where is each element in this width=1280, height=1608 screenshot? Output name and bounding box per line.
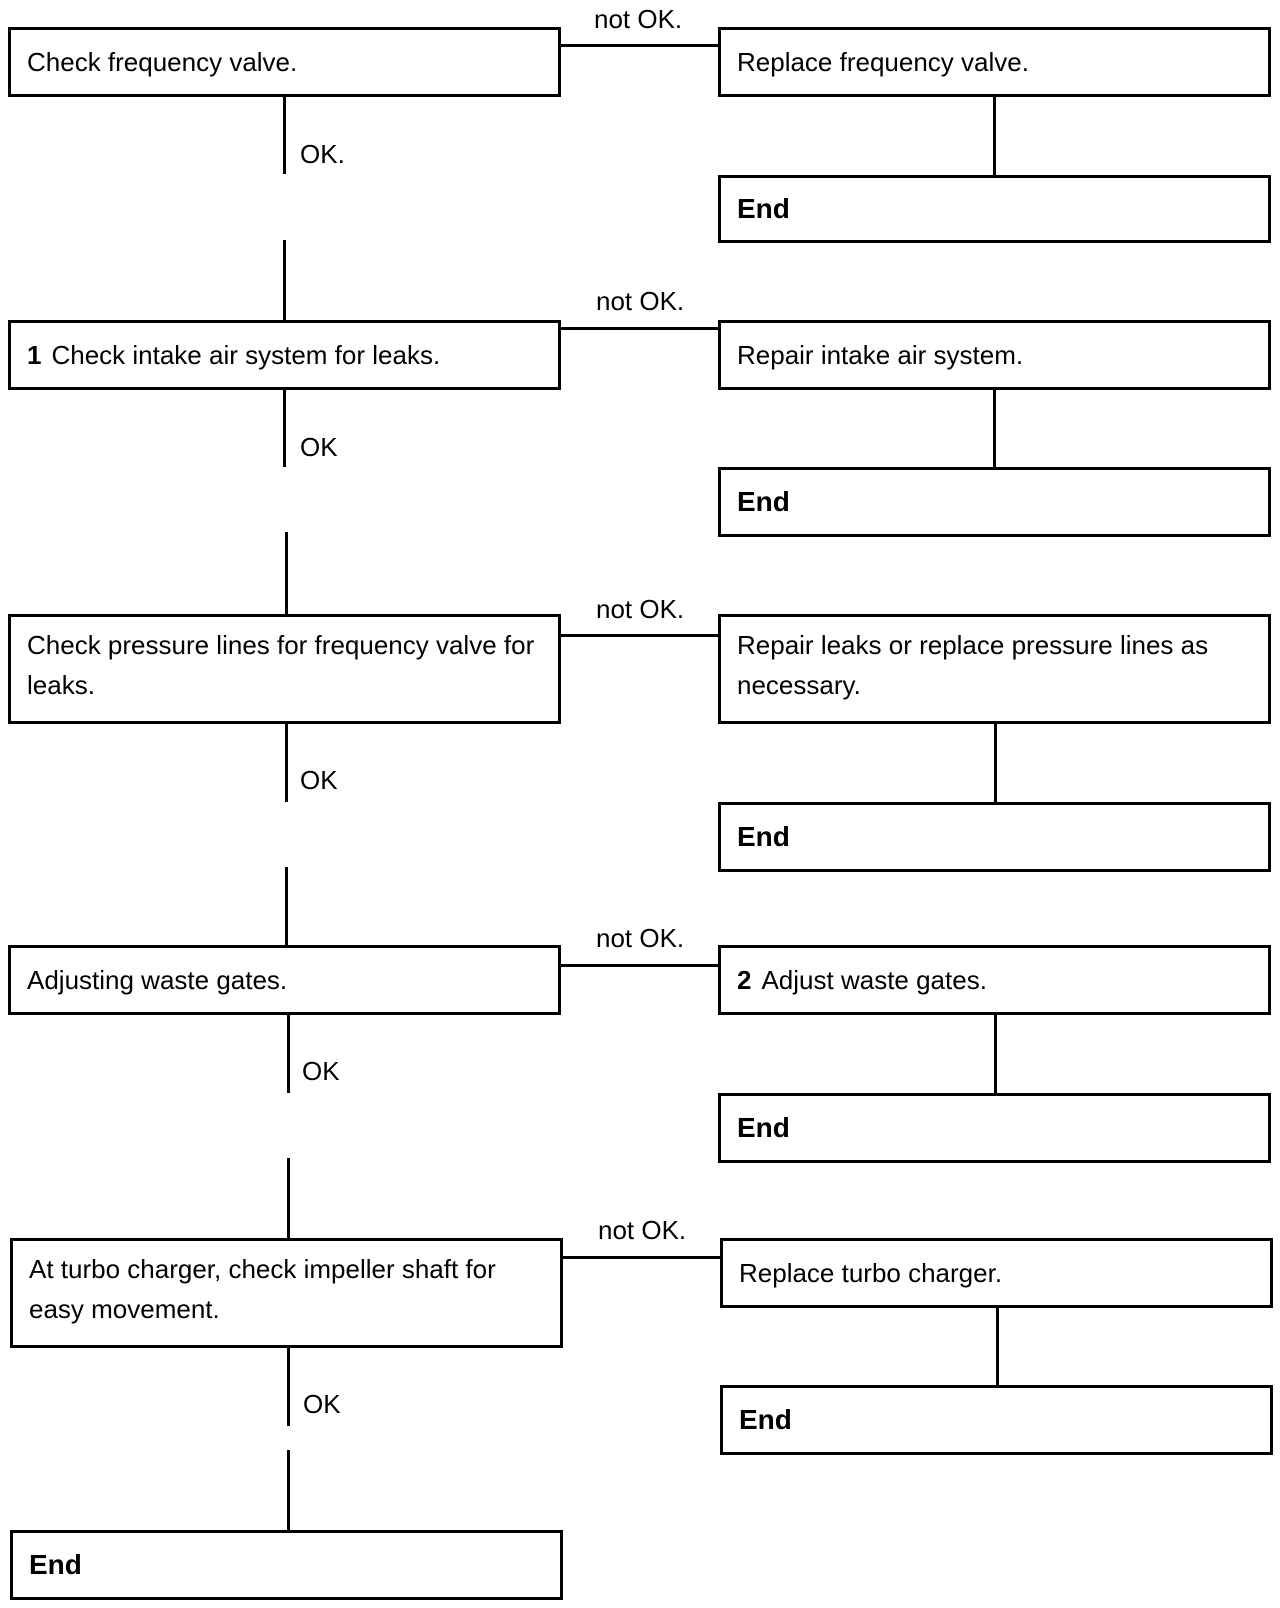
ok-label: OK: [302, 1056, 340, 1086]
end-text: End: [737, 486, 790, 517]
not-ok-label: not OK.: [596, 594, 685, 624]
end-text: End: [737, 821, 790, 852]
action-to-end-connector: [994, 724, 997, 802]
not-ok-connector: [561, 964, 718, 967]
not-ok-connector: [561, 327, 718, 330]
ok-connector: [287, 1348, 290, 1426]
step-number: 1: [27, 340, 42, 370]
not-ok-connector: [563, 1256, 720, 1259]
action-text: Repair intake air system.: [737, 340, 1024, 370]
end-box: End: [718, 175, 1271, 243]
check-box-pressure-lines: Check pressure lines for frequency valve…: [8, 614, 561, 724]
action-box-repair-pressure-lines: Repair leaks or replace pressure lines a…: [718, 614, 1271, 724]
check-box-intake-air-system: 1 Check intake air system for leaks.: [8, 320, 561, 390]
action-text: Adjust waste gates.: [761, 965, 987, 995]
ok-label: OK: [303, 1389, 341, 1419]
action-to-end-connector: [994, 1015, 997, 1093]
action-box-adjust-waste-gates: 2 Adjust waste gates.: [718, 945, 1271, 1015]
not-ok-connector: [561, 634, 718, 637]
ok-connector: [287, 1450, 290, 1530]
ok-label: OK: [300, 432, 338, 462]
end-text: End: [737, 193, 790, 224]
ok-label: OK.: [300, 139, 345, 169]
ok-connector: [287, 1158, 290, 1238]
check-text: At turbo charger, check impeller shaft f…: [29, 1254, 496, 1324]
end-box: End: [718, 467, 1271, 537]
not-ok-label: not OK.: [596, 923, 685, 953]
check-box-frequency-valve: Check frequency valve.: [8, 27, 561, 97]
ok-connector: [283, 97, 286, 174]
not-ok-label: not OK.: [596, 286, 685, 316]
final-end-text: End: [29, 1549, 82, 1580]
check-text: Check pressure lines for frequency valve…: [27, 630, 535, 700]
check-text: Check frequency valve.: [27, 47, 298, 77]
ok-connector: [285, 867, 288, 945]
ok-connector: [285, 724, 288, 802]
action-to-end-connector: [993, 390, 996, 467]
end-text: End: [739, 1404, 792, 1435]
check-text: Adjusting waste gates.: [27, 965, 288, 995]
not-ok-connector: [561, 44, 718, 47]
action-box-repair-intake-air-system: Repair intake air system.: [718, 320, 1271, 390]
ok-connector: [285, 532, 288, 614]
action-box-replace-turbo-charger: Replace turbo charger.: [720, 1238, 1273, 1308]
ok-connector: [283, 240, 286, 320]
check-box-adjusting-waste-gates: Adjusting waste gates.: [8, 945, 561, 1015]
ok-connector: [283, 390, 286, 467]
end-box: End: [718, 802, 1271, 872]
action-text: Replace turbo charger.: [739, 1258, 1003, 1288]
end-text: End: [737, 1112, 790, 1143]
ok-connector: [287, 1015, 290, 1093]
end-box: End: [718, 1093, 1271, 1163]
check-box-turbo-charger: At turbo charger, check impeller shaft f…: [10, 1238, 563, 1348]
ok-label: OK: [300, 765, 338, 795]
action-box-replace-frequency-valve: Replace frequency valve.: [718, 27, 1271, 97]
final-end-box: End: [10, 1530, 563, 1600]
check-text: Check intake air system for leaks.: [51, 340, 441, 370]
action-number: 2: [737, 965, 752, 995]
not-ok-label: not OK.: [598, 1215, 687, 1245]
action-to-end-connector: [996, 1308, 999, 1385]
action-text: Replace frequency valve.: [737, 47, 1029, 77]
action-to-end-connector: [993, 97, 996, 175]
action-text: Repair leaks or replace pressure lines a…: [737, 630, 1209, 700]
not-ok-label: not OK.: [594, 4, 683, 34]
end-box: End: [720, 1385, 1273, 1455]
